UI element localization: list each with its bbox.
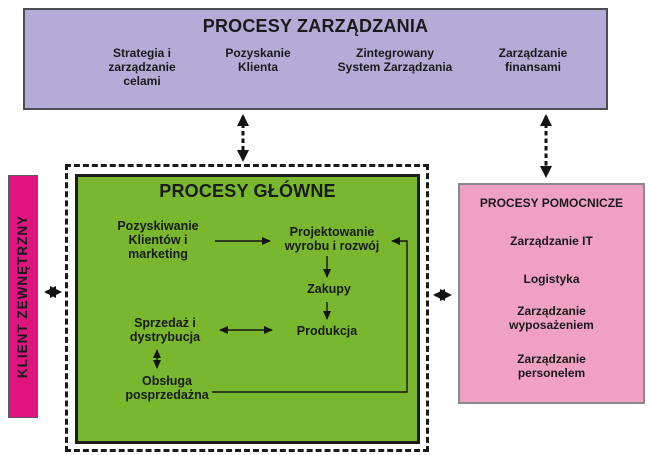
management-item-client-acquisition: Pozyskanie Klienta bbox=[225, 46, 291, 74]
support-item-logistics: Logistyka bbox=[523, 272, 580, 286]
main-processes-dashed-frame bbox=[65, 164, 429, 452]
management-item-integrated-system: Zintegrowany System Zarządzania bbox=[337, 46, 453, 74]
management-processes-box: PROCESY ZARZĄDZANIA Strategia i zarządza… bbox=[23, 8, 608, 110]
support-item-it-management: Zarządzanie IT bbox=[510, 234, 593, 248]
node-customer-acquisition-marketing: Pozyskiwanie Klientów i marketing bbox=[117, 219, 199, 261]
external-client-label: KLIENT ZEWNĘTRZNY bbox=[15, 214, 31, 379]
support-item-personnel-management: Zarządzanie personelem bbox=[517, 352, 586, 380]
node-product-design-development: Projektowanie wyrobu i rozwój bbox=[284, 225, 380, 253]
main-processes-box: PROCESY GŁÓWNE Pozyskiwanie Klientów i m… bbox=[75, 174, 420, 444]
node-purchasing: Zakupy bbox=[307, 282, 351, 296]
management-item-strategy-goals: Strategia i zarządzanie celami bbox=[108, 46, 176, 88]
node-after-sales-service: Obsługa posprzedażna bbox=[125, 374, 209, 402]
main-processes-title: PROCESY GŁÓWNE bbox=[159, 181, 336, 201]
management-item-finance: Zarządzanie finansami bbox=[498, 46, 568, 74]
external-client-box: KLIENT ZEWNĘTRZNY bbox=[8, 175, 38, 418]
node-production: Produkcja bbox=[296, 324, 358, 338]
support-item-equipment-management: Zarządzanie wyposażeniem bbox=[509, 304, 594, 332]
node-sales-distribution: Sprzedaż i dystrybucja bbox=[129, 316, 201, 344]
support-processes-title: PROCESY POMOCNICZE bbox=[479, 196, 624, 210]
management-processes-title: PROCESY ZARZĄDZANIA bbox=[202, 16, 429, 36]
support-processes-box: PROCESY POMOCNICZE Zarządzanie IT Logist… bbox=[458, 183, 645, 404]
